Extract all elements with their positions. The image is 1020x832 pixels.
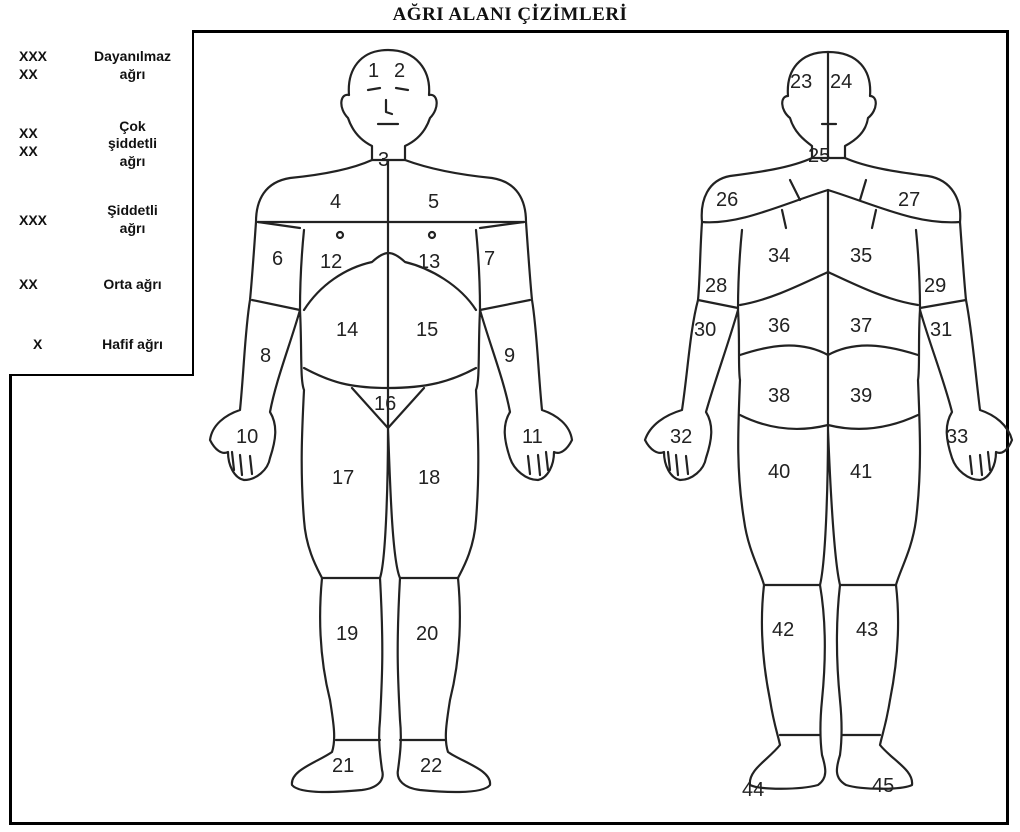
legend-label: Hafif ağrı xyxy=(75,336,190,353)
region-8: 8 xyxy=(260,345,271,367)
legend-code: XXX xyxy=(19,48,79,65)
region-25: 25 xyxy=(808,145,830,167)
front-body-outline xyxy=(210,50,572,792)
region-3: 3 xyxy=(378,149,389,171)
legend-label: ağrı xyxy=(75,66,190,83)
region-40: 40 xyxy=(768,461,790,483)
region-14: 14 xyxy=(336,319,358,341)
region-31: 31 xyxy=(930,319,952,341)
region-33: 33 xyxy=(946,426,968,448)
legend-label: şiddetli xyxy=(75,135,190,152)
region-21: 21 xyxy=(332,755,354,777)
region-29: 29 xyxy=(924,275,946,297)
region-39: 39 xyxy=(850,385,872,407)
legend-label: ağrı xyxy=(75,220,190,237)
region-44: 44 xyxy=(742,779,764,801)
legend-label: Orta ağrı xyxy=(75,276,190,293)
region-9: 9 xyxy=(504,345,515,367)
region-17: 17 xyxy=(332,467,354,489)
region-22: 22 xyxy=(420,755,442,777)
region-1: 1 xyxy=(368,60,379,82)
legend-code: XX xyxy=(19,125,79,142)
region-41: 41 xyxy=(850,461,872,483)
region-36: 36 xyxy=(768,315,790,337)
legend-code: XX xyxy=(19,143,79,160)
region-15: 15 xyxy=(416,319,438,341)
region-20: 20 xyxy=(416,623,438,645)
region-30: 30 xyxy=(694,319,716,341)
region-26: 26 xyxy=(716,189,738,211)
region-16: 16 xyxy=(374,393,396,415)
region-11: 11 xyxy=(522,426,543,448)
legend-label: Şiddetli xyxy=(75,202,190,219)
region-18: 18 xyxy=(418,467,440,489)
region-42: 42 xyxy=(772,619,794,641)
region-7: 7 xyxy=(484,248,495,270)
region-5: 5 xyxy=(428,191,439,213)
legend-item-severe: XXX Şiddetli ağrı xyxy=(9,202,194,242)
legend-item-moderate: XX Orta ağrı xyxy=(9,276,194,296)
region-43: 43 xyxy=(856,619,878,641)
pain-intensity-legend: XXX XX Dayanılmaz ağrı XX XX Çok şiddetl… xyxy=(9,30,194,376)
region-45: 45 xyxy=(872,775,894,797)
front-region-labels: 1 2 3 4 5 6 7 8 9 10 11 12 13 14 15 16 1… xyxy=(236,60,543,777)
region-19: 19 xyxy=(336,623,358,645)
region-12: 12 xyxy=(320,251,342,273)
region-28: 28 xyxy=(705,275,727,297)
region-38: 38 xyxy=(768,385,790,407)
region-10: 10 xyxy=(236,426,258,448)
region-13: 13 xyxy=(418,251,440,273)
legend-code: XX xyxy=(19,276,79,293)
region-6: 6 xyxy=(272,248,283,270)
region-35: 35 xyxy=(850,245,872,267)
region-32: 32 xyxy=(670,426,692,448)
legend-item-very-severe: XX XX Çok şiddetli ağrı xyxy=(9,118,194,176)
legend-code: XX xyxy=(19,66,79,83)
region-24: 24 xyxy=(830,71,852,93)
legend-item-mild: X Hafif ağrı xyxy=(9,336,194,356)
legend-item-unbearable: XXX XX Dayanılmaz ağrı xyxy=(9,48,194,88)
legend-label: ağrı xyxy=(75,153,190,170)
legend-label: Dayanılmaz xyxy=(75,48,190,65)
region-37: 37 xyxy=(850,315,872,337)
legend-label: Çok xyxy=(75,118,190,135)
back-region-labels: 23 24 25 26 27 28 29 30 31 32 33 34 35 3… xyxy=(670,71,968,801)
region-23: 23 xyxy=(790,71,812,93)
region-4: 4 xyxy=(330,191,341,213)
region-27: 27 xyxy=(898,189,920,211)
legend-code: XXX xyxy=(19,212,79,229)
region-2: 2 xyxy=(394,60,405,82)
region-34: 34 xyxy=(768,245,790,267)
